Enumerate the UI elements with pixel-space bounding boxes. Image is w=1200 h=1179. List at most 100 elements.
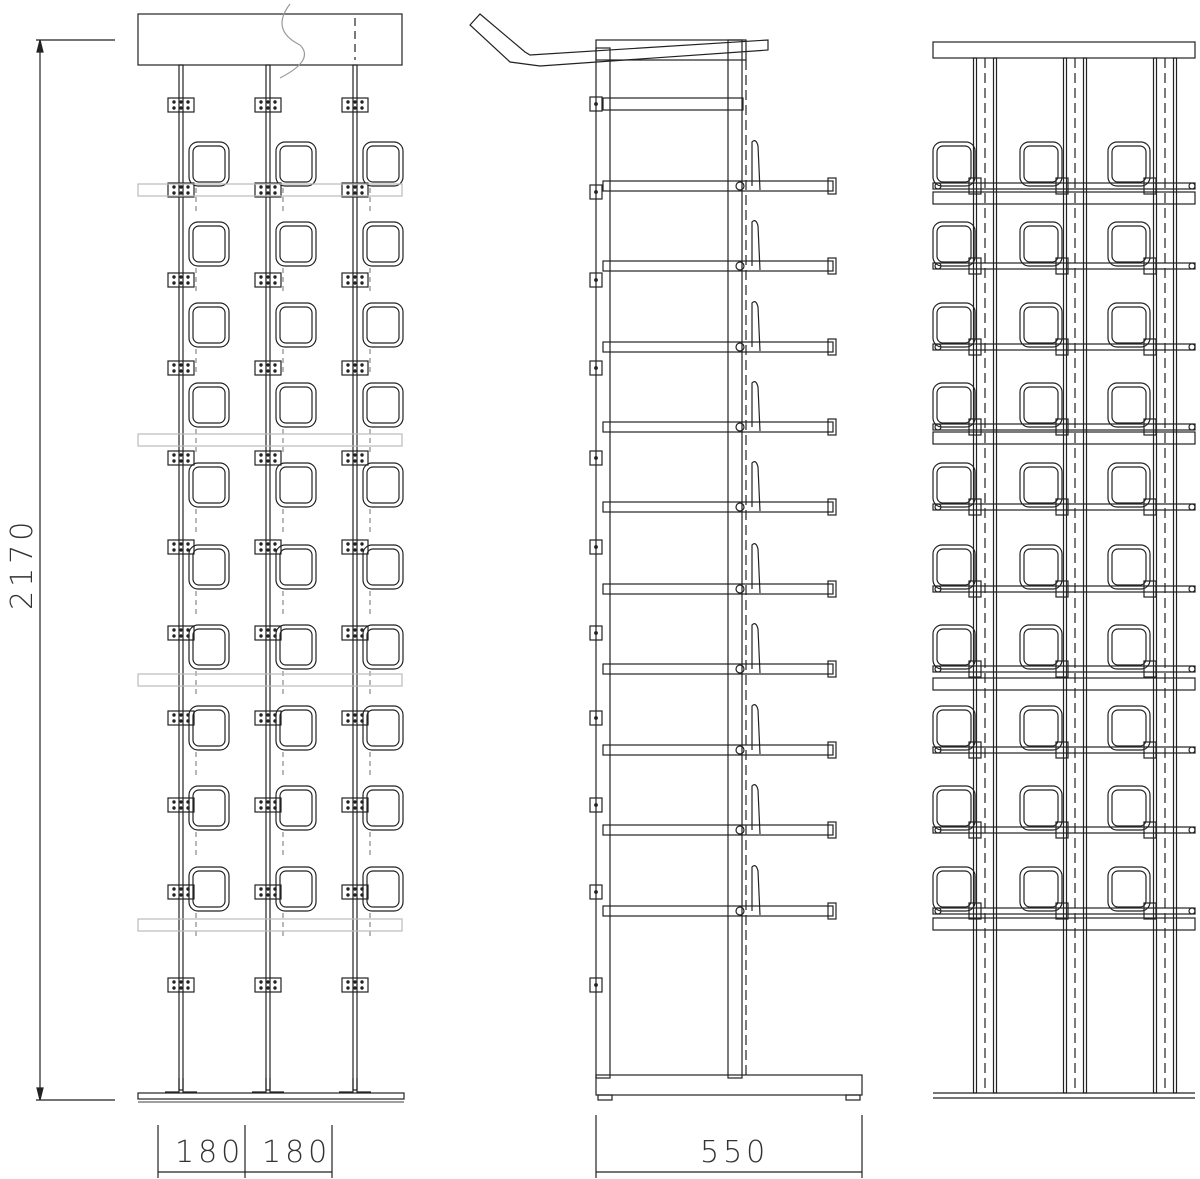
bolt	[346, 634, 350, 638]
clamp	[1055, 821, 1069, 839]
bolt	[179, 806, 183, 810]
clamp	[1143, 821, 1157, 839]
side-bracket	[589, 272, 603, 288]
mounting-plate	[341, 625, 369, 641]
side-bracket	[589, 360, 603, 376]
hanger-loop	[932, 302, 976, 348]
hanger-loop-inner	[1023, 709, 1059, 747]
arm-end-cap	[827, 418, 837, 436]
hanger-loop	[932, 705, 976, 751]
clamp	[1055, 902, 1069, 920]
hanger-loop	[362, 382, 404, 428]
post	[1082, 57, 1088, 1094]
bolt	[179, 980, 183, 984]
bolt	[179, 800, 183, 804]
side-bracket	[589, 625, 603, 641]
hanger-loop	[188, 705, 230, 751]
hanger-loop-inner	[366, 628, 400, 666]
bolt	[172, 106, 176, 110]
hanger-loop	[362, 624, 404, 670]
bolt	[186, 106, 190, 110]
bolt	[353, 806, 357, 810]
bolt	[934, 907, 942, 915]
bolt	[186, 980, 190, 984]
bolt	[353, 713, 357, 717]
bolt	[172, 453, 176, 457]
bolt	[259, 191, 263, 195]
bolt	[179, 275, 183, 279]
hanger-loop	[1019, 382, 1063, 428]
clamp	[1143, 338, 1157, 356]
hanger-loop	[1107, 382, 1151, 428]
bolt	[179, 369, 183, 373]
hanger-loop	[932, 141, 976, 187]
post	[992, 57, 998, 1094]
hanger-loop	[362, 785, 404, 831]
clamp	[1055, 418, 1069, 436]
bolt	[186, 548, 190, 552]
bolt	[353, 191, 357, 195]
cross-bar-hidden	[137, 673, 403, 687]
rear-cross-bar	[932, 191, 1196, 205]
clamp	[968, 580, 982, 598]
bolt	[259, 980, 263, 984]
hanger-side	[751, 220, 761, 271]
bolt	[360, 185, 364, 189]
bolt	[1188, 585, 1196, 593]
cross-bar-hidden	[137, 433, 403, 447]
bolt	[259, 719, 263, 723]
bolt	[346, 628, 350, 632]
bolt	[346, 369, 350, 373]
hanger-loop	[1019, 785, 1063, 831]
bolt	[259, 887, 263, 891]
bolt	[353, 275, 357, 279]
arm-end-cap	[827, 580, 837, 598]
bolt	[346, 453, 350, 457]
side-bracket	[589, 184, 603, 200]
bolt	[353, 100, 357, 104]
bolt	[259, 986, 263, 990]
mounting-plate	[341, 884, 369, 900]
bolt	[360, 986, 364, 990]
bolt	[346, 191, 350, 195]
hanger-loop	[362, 462, 404, 508]
hanger-side	[751, 623, 761, 674]
mounting-plate	[341, 360, 369, 376]
hanger-loop	[188, 141, 230, 187]
bolt	[353, 369, 357, 373]
hanger-loop-inner	[366, 306, 400, 344]
hanger-side	[751, 140, 761, 191]
arm-bar	[602, 180, 834, 192]
hanger-loop	[932, 544, 976, 590]
bolt	[172, 719, 176, 723]
bolt	[934, 826, 942, 834]
arm-bar	[602, 744, 834, 756]
clamp	[1055, 580, 1069, 598]
pole	[352, 64, 358, 1091]
bolt	[1188, 665, 1196, 673]
post	[1172, 57, 1178, 1094]
hanger-loop	[275, 624, 317, 670]
bolt	[179, 713, 183, 717]
bolt	[259, 634, 263, 638]
top-bar	[932, 41, 1196, 59]
hanger-loop-inner	[279, 870, 313, 908]
bolt	[346, 806, 350, 810]
top-bar	[595, 39, 747, 61]
bolt	[353, 459, 357, 463]
bolt	[172, 275, 176, 279]
bolt	[346, 106, 350, 110]
mounting-plate	[254, 97, 282, 113]
bolt	[266, 634, 270, 638]
bolt	[360, 542, 364, 546]
hanger-loop-inner	[1023, 628, 1059, 666]
bolt	[266, 719, 270, 723]
bolt	[353, 453, 357, 457]
arm-end-cap	[827, 498, 837, 516]
bolt	[353, 628, 357, 632]
bolt	[179, 634, 183, 638]
mounting-plate	[167, 272, 195, 288]
hanger-loop-inner	[936, 628, 972, 666]
rear-view	[932, 41, 1196, 1099]
